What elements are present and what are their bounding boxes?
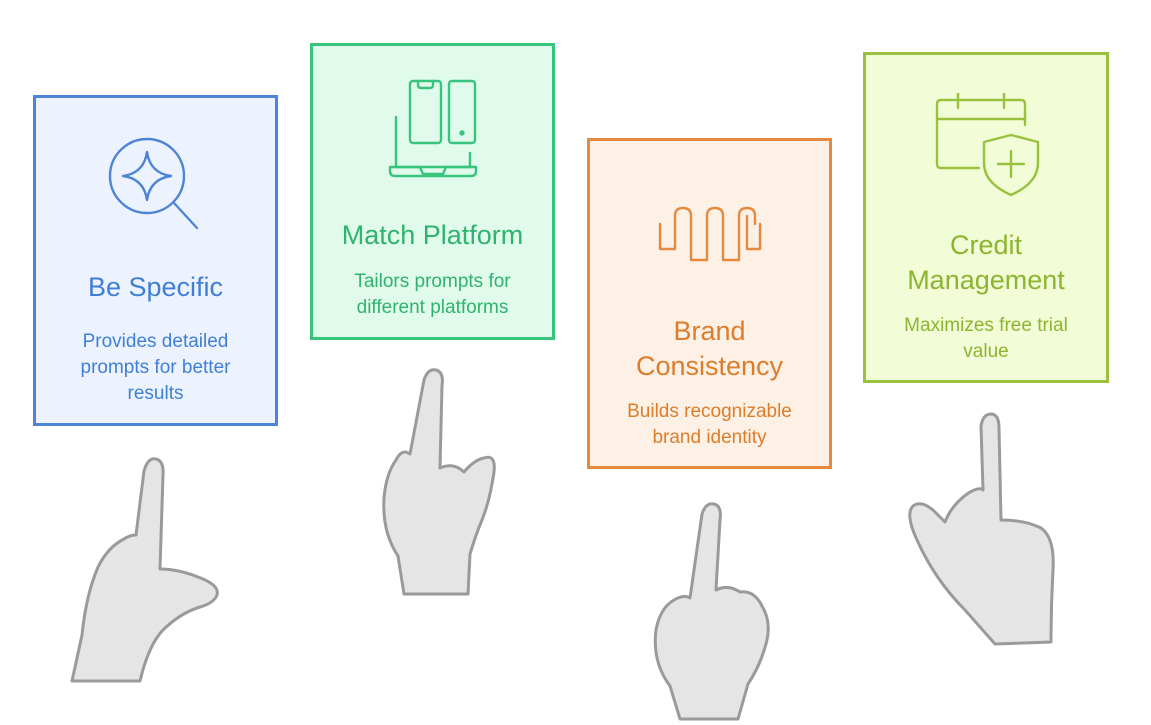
card-title: Match Platform xyxy=(341,220,524,250)
search-sparkle-icon xyxy=(108,137,198,230)
card-be-specific: Be Specific Provides detailed prompts fo… xyxy=(33,95,278,426)
card-match-platform: Match Platform Tailors prompts for diffe… xyxy=(310,43,555,340)
card-description: Builds recognizable brand identity xyxy=(627,401,792,448)
card-title: Credit Management xyxy=(907,230,1065,295)
pointing-hand-icon xyxy=(908,412,1055,646)
card-title: Brand Consistency xyxy=(635,316,784,381)
card-title: Be Specific xyxy=(87,272,224,302)
pointing-hand-icon xyxy=(70,457,219,683)
devices-icon xyxy=(388,79,477,178)
wave-pattern-icon xyxy=(658,206,761,262)
card-description: Provides detailed prompts for better res… xyxy=(80,331,231,404)
card-description: Tailors prompts for different platforms xyxy=(354,271,511,318)
card-description: Maximizes free trial value xyxy=(904,315,1068,362)
pointing-hand-icon xyxy=(382,368,496,596)
card-credit-management: Credit Management Maximizes free trial v… xyxy=(863,52,1109,383)
pointing-hand-icon xyxy=(653,502,770,721)
card-brand-consistency: Brand Consistency Builds recognizable br… xyxy=(587,138,832,469)
calendar-shield-icon xyxy=(935,93,1040,197)
